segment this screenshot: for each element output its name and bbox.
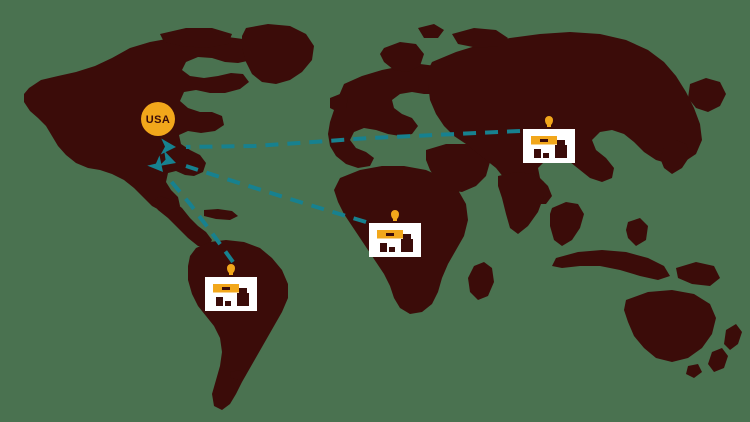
factory-africa-shutter-slot [386, 233, 394, 236]
origin-badge-group[interactable]: USA [141, 102, 175, 136]
land-new-guinea [676, 262, 720, 286]
route-south-america-to-usa-line [168, 178, 235, 264]
land-southeast-asia [550, 202, 584, 246]
factory-south-america-shutter-slot [222, 287, 230, 290]
route-africa-to-usa-arrowhead [159, 150, 176, 166]
land-new-zealand-south [708, 348, 728, 372]
factory-africa-bulb-icon [391, 210, 399, 221]
land-madagascar [468, 262, 494, 300]
land-philippines [626, 218, 648, 246]
land-falklands [230, 370, 246, 380]
land-greenland [242, 24, 314, 84]
factory-asia-silo-cap [557, 140, 565, 145]
route-africa-to-usa [159, 150, 367, 224]
factory-africa-crate-large [380, 243, 387, 252]
factory-asia[interactable] [523, 116, 575, 163]
land-middle-east [426, 144, 490, 192]
land-india [498, 172, 544, 234]
factory-africa-base [369, 252, 421, 257]
factory-south-america-base [205, 306, 257, 311]
factory-africa-silo-body [401, 239, 413, 252]
factory-asia-silo-body [555, 145, 567, 158]
factory-asia-crate-small [543, 153, 549, 158]
land-new-zealand [724, 324, 742, 350]
land-indonesia [552, 250, 670, 280]
usa-badge-circle[interactable] [141, 102, 175, 136]
routes-group [147, 129, 521, 264]
factory-africa-silo-cap [403, 234, 411, 239]
route-asia-to-usa-arrowhead [160, 138, 176, 155]
factory-south-america-crate-large [216, 297, 223, 306]
land-svalbard [418, 24, 444, 38]
land-arctic-islands [452, 28, 508, 48]
factory-south-america[interactable] [205, 264, 257, 311]
route-africa-to-usa-line [185, 164, 367, 224]
land-europe [328, 64, 452, 168]
route-south-america-to-usa-arrowhead [147, 155, 163, 172]
land-tasmania [686, 364, 702, 378]
route-asia-to-usa [160, 129, 521, 155]
factory-africa-crate-small [389, 247, 395, 252]
factory-south-america-silo-body [237, 293, 249, 306]
route-south-america-to-usa [147, 155, 235, 264]
factory-africa[interactable] [369, 210, 421, 257]
factory-south-america-silo-cap [239, 288, 247, 293]
land-central-america [152, 196, 212, 248]
factory-asia-bulb-icon [545, 116, 553, 127]
factory-asia-shutter-slot [540, 139, 548, 142]
land-canada-arctic [160, 28, 232, 48]
land-caribbean-islands [204, 209, 238, 220]
factory-south-america-bulb-icon [227, 264, 235, 275]
route-asia-to-usa-line [185, 129, 521, 149]
usa-badge-label: USA [146, 114, 170, 126]
factory-asia-crate-large [534, 149, 541, 158]
land-scandinavia [380, 42, 424, 72]
facilities-group [205, 116, 575, 311]
land-asia [428, 32, 702, 204]
factory-asia-base [523, 158, 575, 163]
land-japan [660, 140, 690, 174]
land-kamchatka [688, 78, 726, 112]
factory-south-america-crate-small [225, 301, 231, 306]
land-australia [624, 290, 716, 362]
land-british-isles [330, 94, 348, 112]
